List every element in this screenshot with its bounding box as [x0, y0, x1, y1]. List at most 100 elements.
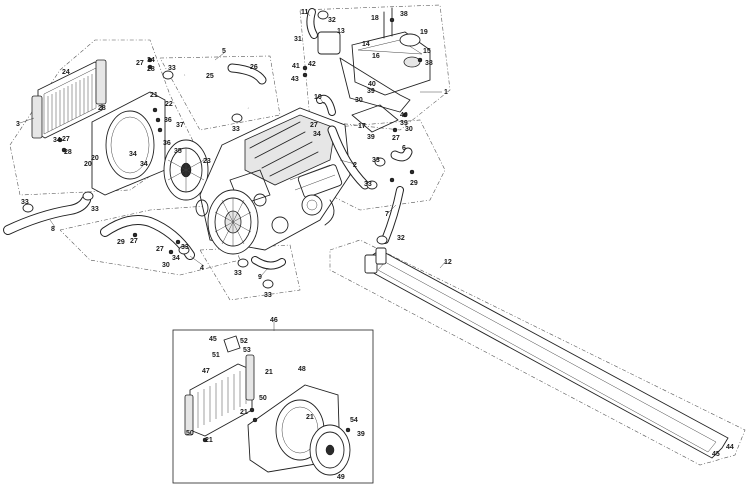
callout-40: 40 [400, 112, 408, 119]
callout-27: 27 [62, 136, 70, 143]
callout-33: 33 [232, 126, 240, 133]
callout-33: 33 [21, 199, 29, 206]
callout-33: 33 [372, 157, 380, 164]
callout-33: 33 [91, 206, 99, 213]
cooling-fan [163, 139, 209, 201]
callout-21e: 21 [306, 414, 314, 421]
callout-17: 17 [358, 123, 366, 130]
callout-2: 2 [353, 162, 357, 169]
callout-5: 5 [222, 48, 226, 55]
long-heat-exchanger [364, 247, 729, 459]
callout-18: 18 [371, 15, 379, 22]
callout-labels: 1 2 3 4 5 6 7 8 9 10 11 12 13 14 15 16 1… [16, 9, 734, 481]
callout-39d: 39 [357, 431, 365, 438]
callout-28: 28 [147, 66, 155, 73]
callout-38: 38 [400, 11, 408, 18]
callout-22: 22 [165, 101, 173, 108]
callout-35: 35 [174, 148, 182, 155]
callout-9: 9 [258, 274, 262, 281]
callout-1: 1 [444, 89, 448, 96]
leader-lines [19, 10, 447, 331]
callout-27: 27 [310, 122, 318, 129]
callout-43: 43 [291, 76, 299, 83]
callout-20: 20 [84, 161, 92, 168]
callout-27: 27 [136, 60, 144, 67]
callout-48: 48 [298, 366, 306, 373]
callout-33: 33 [234, 270, 242, 277]
callout-34: 34 [129, 151, 137, 158]
callout-42: 42 [308, 61, 316, 68]
callout-30: 30 [162, 262, 170, 269]
callout-34: 34 [53, 137, 61, 144]
callout-51: 51 [212, 352, 220, 359]
callout-25: 25 [206, 73, 214, 80]
callout-39: 39 [367, 88, 375, 95]
callout-15: 15 [423, 48, 431, 55]
callout-32: 32 [328, 17, 336, 24]
radiator-assembly [31, 59, 107, 139]
callout-32: 32 [397, 235, 405, 242]
callout-28: 28 [64, 149, 72, 156]
callout-54: 54 [350, 417, 358, 424]
callout-24: 24 [62, 69, 70, 76]
callout-37: 37 [176, 122, 184, 129]
callout-10: 10 [314, 94, 322, 101]
sub-assembly-46 [172, 329, 374, 484]
callout-33: 33 [181, 244, 189, 251]
callout-36: 36 [163, 140, 171, 147]
callout-27: 27 [392, 135, 400, 142]
callout-46: 46 [270, 317, 278, 324]
hose-6 [390, 147, 413, 162]
hose-26 [227, 63, 267, 85]
callout-33: 33 [364, 181, 372, 188]
callout-20b: 20 [91, 155, 99, 162]
callout-40: 40 [368, 81, 376, 88]
callout-45: 45 [209, 336, 217, 343]
callout-30: 30 [405, 126, 413, 133]
callout-45: 45 [712, 451, 720, 458]
callout-53: 53 [243, 347, 251, 354]
callout-21d: 21 [265, 369, 273, 376]
callout-27: 27 [156, 246, 164, 253]
callout-39: 39 [367, 134, 375, 141]
callout-33: 33 [168, 65, 176, 72]
callout-36: 36 [164, 117, 172, 124]
callout-31: 31 [294, 36, 302, 43]
callout-30: 30 [355, 97, 363, 104]
hose-10 [316, 94, 336, 116]
callout-41: 41 [292, 63, 300, 70]
callout-7: 7 [385, 211, 389, 218]
callout-34: 34 [140, 161, 148, 168]
hose-11 [306, 8, 318, 39]
callout-34: 34 [172, 255, 180, 262]
callout-29: 29 [117, 239, 125, 246]
callout-50: 50 [186, 430, 194, 437]
callout-39: 39 [400, 120, 408, 127]
callout-38: 38 [425, 60, 433, 67]
hose-2 [327, 125, 370, 190]
expansion-tank [317, 7, 431, 133]
callout-26: 26 [250, 64, 258, 71]
callout-16: 16 [372, 53, 380, 60]
hose-clamps [22, 10, 388, 289]
callout-3: 3 [16, 121, 20, 128]
callout-34: 34 [147, 57, 155, 64]
callout-50: 50 [259, 395, 267, 402]
hose-8 [3, 195, 91, 235]
callout-21: 21 [150, 92, 158, 99]
callout-11: 11 [301, 9, 309, 16]
callout-23: 23 [203, 158, 211, 165]
hose-4 [100, 215, 195, 260]
callout-34: 34 [313, 131, 321, 138]
callout-6: 6 [402, 145, 406, 152]
assembly-boundaries [9, 4, 746, 466]
callout-49: 49 [337, 474, 345, 481]
hose-25 [184, 70, 250, 111]
callout-47: 47 [202, 368, 210, 375]
callout-44: 44 [726, 444, 734, 451]
callout-12: 12 [444, 259, 452, 266]
hose-7 [381, 186, 404, 244]
engine-pulley [195, 189, 259, 255]
callout-29: 29 [410, 180, 418, 187]
